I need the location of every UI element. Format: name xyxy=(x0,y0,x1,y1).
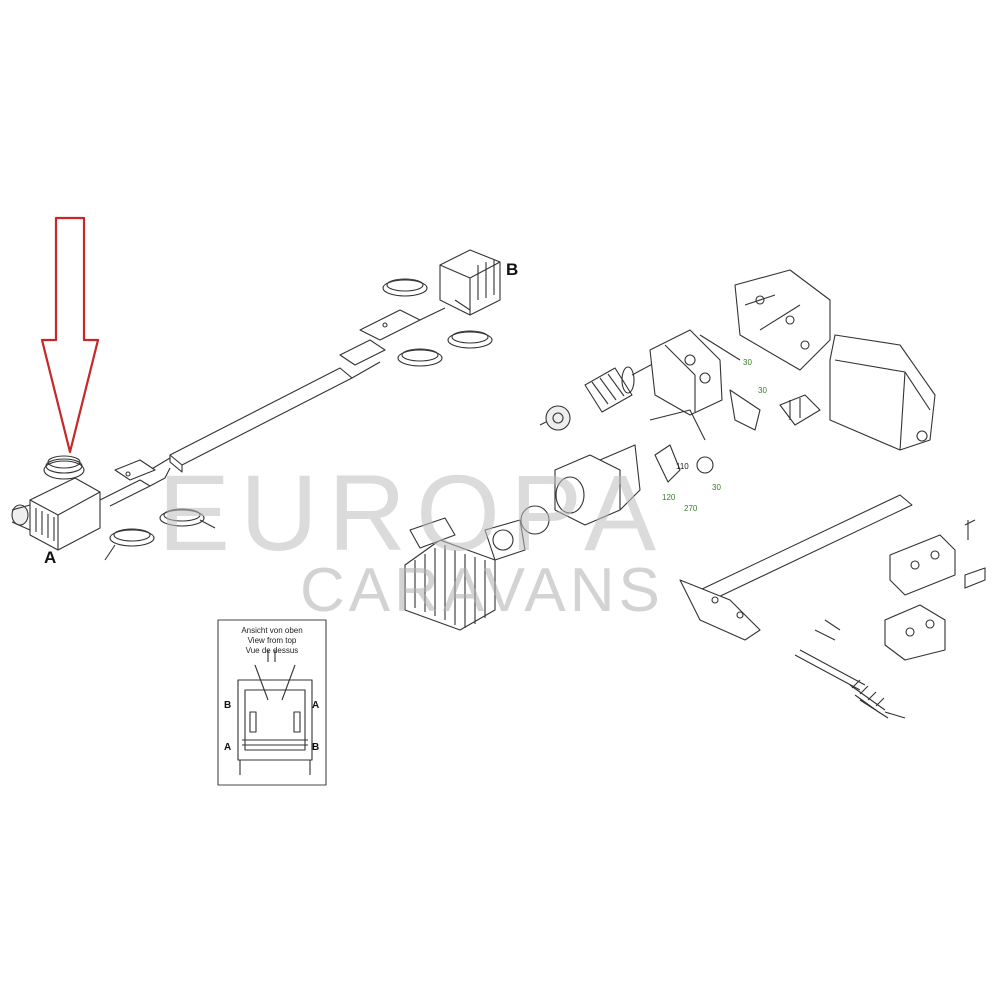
label-b: B xyxy=(506,260,519,279)
label-a: A xyxy=(44,548,57,567)
part-number: 120 xyxy=(662,493,676,502)
red-down-arrow xyxy=(40,216,100,454)
inset-label-bottom-left: A xyxy=(224,742,232,753)
part-number: 30 xyxy=(743,358,752,367)
part-number: 110 xyxy=(676,462,689,471)
motor-unit-b xyxy=(339,249,501,367)
part-number: 30 xyxy=(758,386,767,395)
inset-caption-en: View from top xyxy=(247,636,297,645)
part-number: 30 xyxy=(712,483,721,492)
watermark-line-1: EUROPA xyxy=(158,452,667,573)
inset-caption-fr: Vue de dessus xyxy=(245,646,299,655)
motor-unit-a xyxy=(11,455,216,561)
inset-caption-de: Ansicht von oben xyxy=(241,626,303,635)
inset-view-from-top xyxy=(217,619,327,786)
cross-tube xyxy=(149,361,381,473)
watermark-line-2: CARAVANS xyxy=(300,556,664,625)
inset-label-bottom-right: B xyxy=(312,742,320,753)
part-number: 270 xyxy=(684,504,698,513)
exploded-motor-parts xyxy=(404,269,986,719)
inset-label-top-right: A xyxy=(312,700,320,711)
inset-label-top-left: B xyxy=(224,700,232,711)
